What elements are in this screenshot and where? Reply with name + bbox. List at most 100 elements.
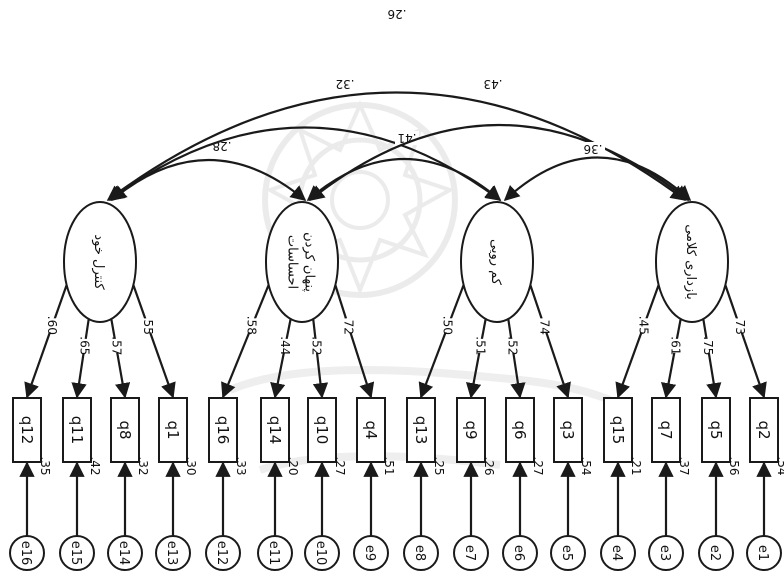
loading-value: .45 [636, 316, 650, 335]
indicator-label: q13 [412, 416, 430, 445]
loading-value: .73 [733, 316, 747, 335]
loading-arrow-q10 [311, 317, 329, 399]
loading-value: .75 [701, 336, 715, 355]
error-circle-e12 [205, 535, 241, 571]
r-squared-value: .54 [775, 456, 784, 475]
loading-label-bg [695, 338, 720, 353]
r-squared-value: .42 [88, 456, 102, 475]
loading-label-bg [727, 318, 752, 333]
factor-ellipse-f4 [655, 201, 729, 323]
factor-ellipse-f1 [63, 201, 137, 323]
factor-label: احساسات [285, 235, 300, 289]
loading-value: .50 [441, 316, 455, 335]
error-label: e13 [164, 541, 179, 566]
indicator-label: q16 [214, 416, 232, 445]
loading-value: .61 [668, 336, 682, 355]
loading-label-bg [72, 338, 97, 353]
indicator-label: q7 [657, 420, 675, 439]
r-squared-value: .21 [629, 456, 643, 475]
covariance-arc-f3-f4 [503, 156, 692, 202]
r-squared-value: .27 [333, 456, 347, 475]
loading-arrow-q7 [660, 316, 683, 399]
indicator-label: q8 [116, 420, 134, 439]
loading-value: .55 [141, 316, 155, 335]
loading-label-bg [336, 318, 361, 333]
indicator-box-q9 [456, 397, 486, 463]
error-circle-e2 [698, 535, 734, 571]
indicator-label: q14 [266, 416, 284, 445]
error-label: e10 [313, 541, 328, 566]
error-circle-e15 [59, 535, 95, 571]
error-circle-e5 [550, 535, 586, 571]
loading-label-bg [500, 338, 525, 353]
factor-label: کم رویی [488, 239, 503, 286]
loading-label-bg [136, 318, 161, 333]
indicator-label: q12 [18, 416, 36, 445]
covariance-arc-f2-f3 [306, 157, 502, 201]
indicator-box-q10 [307, 397, 337, 463]
factor-label: پنهان کردن [302, 232, 317, 292]
indicator-label: q5 [707, 420, 725, 439]
loading-arrow-q1 [131, 283, 176, 399]
covariance-label-bg [481, 77, 505, 91]
indicator-box-q15 [603, 397, 633, 463]
loading-value: .74 [537, 316, 551, 335]
covariance-label-bg [385, 7, 409, 21]
indicator-label: q2 [755, 420, 773, 439]
r-squared-value: .37 [677, 456, 691, 475]
r-squared-value: .25 [432, 456, 446, 475]
loading-label-bg [663, 338, 688, 353]
error-circle-e6 [502, 535, 538, 571]
error-circle-e4 [600, 535, 636, 571]
loading-label-bg [272, 338, 297, 353]
indicator-box-q16 [208, 397, 238, 463]
error-label: e3 [657, 545, 672, 561]
loading-label-bg [631, 318, 656, 333]
indicator-box-q14 [260, 397, 290, 463]
indicator-box-q12 [12, 397, 42, 463]
covariance-value: .26 [387, 7, 406, 21]
indicator-box-q4 [356, 397, 386, 463]
covariance-arc-f1-f3 [108, 126, 502, 201]
loading-value: .51 [473, 336, 487, 355]
r-squared-value: .27 [531, 456, 545, 475]
loading-value: .52 [309, 336, 323, 355]
error-circle-e3 [648, 535, 684, 571]
r-squared-value: .56 [727, 456, 741, 475]
loading-arrow-q16 [221, 283, 271, 399]
factor-label: کنترل خود [91, 234, 106, 290]
loading-arrow-q15 [615, 283, 661, 399]
factor-ellipse-f3 [460, 201, 534, 323]
error-label: e12 [214, 541, 229, 566]
loading-label-bg [304, 338, 329, 353]
error-label: e9 [362, 545, 377, 561]
error-circle-e13 [155, 535, 191, 571]
error-circle-e1 [746, 535, 782, 571]
indicator-box-q1 [158, 397, 188, 463]
loading-label-bg [39, 318, 64, 333]
indicator-label: q6 [511, 420, 529, 439]
error-circle-e16 [9, 535, 45, 571]
loading-label-bg [468, 338, 493, 353]
error-label: e1 [755, 545, 770, 561]
error-circle-e8 [403, 535, 439, 571]
loading-value: .52 [506, 336, 520, 355]
loading-arrow-q6 [506, 316, 526, 399]
indicator-box-q3 [553, 397, 583, 463]
loading-layer: .60.65.57.55.58.44.52.72.50.51.52.74.45.… [19, 283, 772, 536]
loading-arrow-q9 [465, 316, 488, 399]
indicator-label: q9 [462, 420, 480, 439]
indicator-box-q8 [110, 397, 140, 463]
indicator-box-q7 [651, 397, 681, 463]
loading-value: .72 [342, 316, 356, 335]
error-label: e14 [116, 541, 131, 566]
error-label: e4 [609, 545, 624, 561]
indicator-label: q10 [313, 416, 331, 445]
loading-value: .65 [77, 336, 91, 355]
indicator-label: q11 [68, 416, 86, 445]
loading-arrow-q4 [333, 283, 375, 399]
error-circle-e10 [304, 535, 340, 571]
covariance-label-bg [581, 142, 605, 156]
r-squared-value: .54 [579, 456, 593, 475]
loading-arrow-q12 [24, 283, 69, 399]
